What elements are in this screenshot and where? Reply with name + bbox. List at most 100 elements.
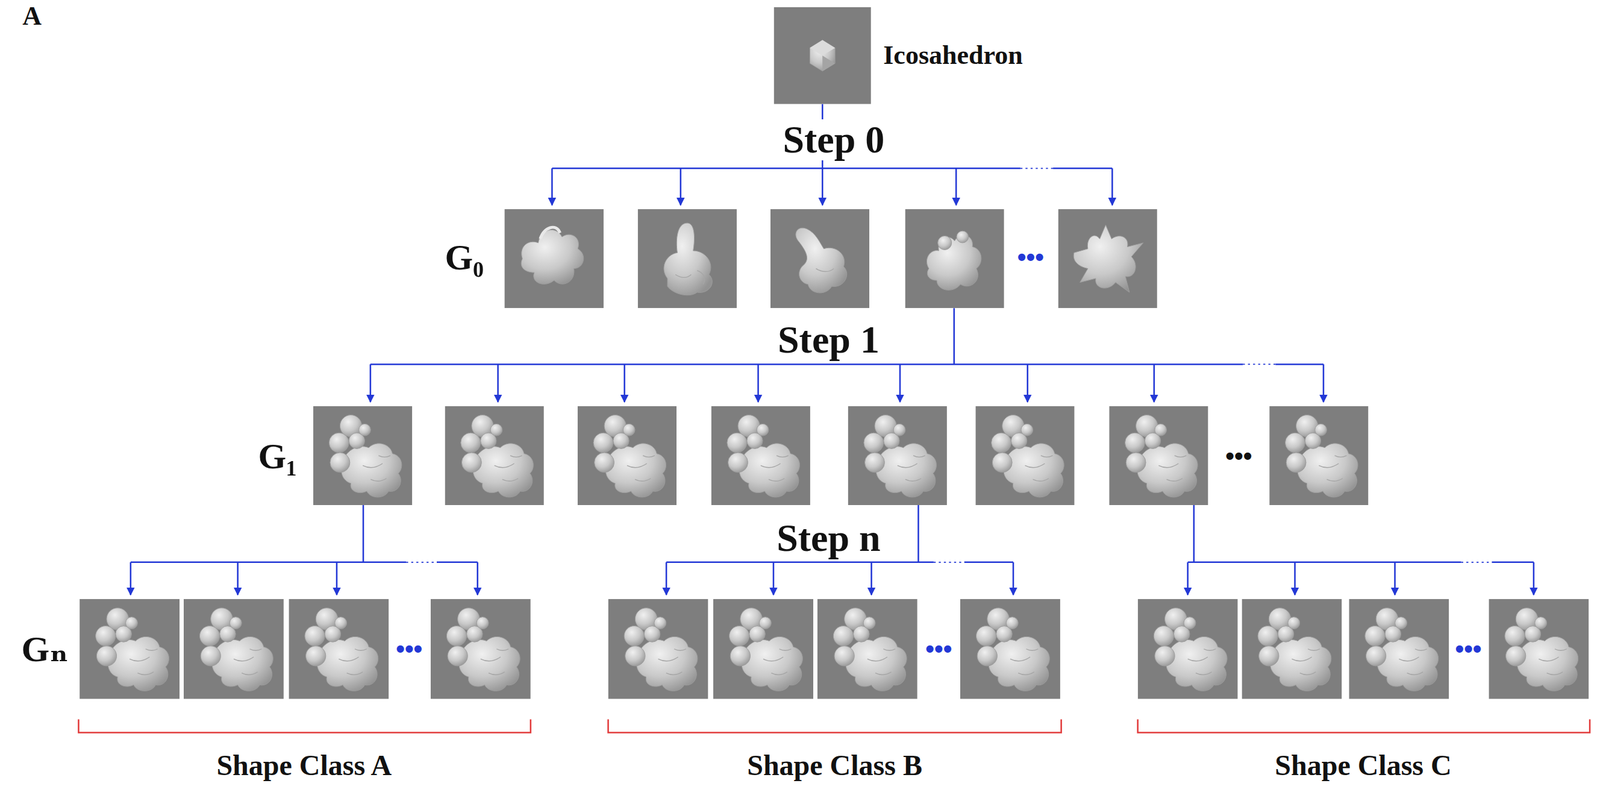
label-holder: A	[22, 3, 42, 30]
branch-arrow	[1393, 562, 1396, 595]
branch-line	[1275, 363, 1324, 366]
label-holder: Shape Class B	[746, 750, 923, 780]
ellipsis: •••	[395, 636, 423, 662]
branch-arrow	[623, 363, 626, 402]
class-bracket	[608, 719, 1062, 733]
branch-arrow	[496, 363, 499, 402]
generation-label: Gₙ	[21, 630, 69, 667]
shape-thumb	[183, 598, 284, 699]
branch-dots	[933, 561, 965, 563]
shape-thumb	[711, 406, 811, 505]
branch-line	[1053, 167, 1113, 170]
branch-dots	[1020, 167, 1054, 169]
branch-line	[436, 561, 478, 564]
shape-thumb	[1488, 598, 1589, 699]
label-holder: Step 0	[777, 119, 890, 161]
shape-thumb	[1109, 406, 1208, 505]
shape-thumb	[817, 598, 918, 699]
shape-thumb	[1137, 598, 1238, 699]
label-holder: Step n	[771, 517, 886, 559]
icosahedron-box: Icosahedron	[772, 7, 873, 105]
shape-thumb	[577, 406, 677, 505]
label-holder: Shape Class A	[216, 750, 392, 780]
branch-line	[666, 561, 934, 564]
branch-dots	[1242, 363, 1276, 366]
branch-arrow	[821, 168, 824, 205]
shape-thumb	[848, 406, 947, 505]
shape-thumb	[288, 598, 389, 699]
shape-thumb	[608, 598, 709, 699]
shape-thumb	[1269, 406, 1369, 505]
class-brackets	[78, 719, 1590, 733]
class-label: Shape Class B	[746, 750, 923, 780]
shape-thumb	[313, 406, 413, 505]
branch-line	[964, 561, 1014, 564]
branch-arrow	[336, 562, 338, 595]
branch-arrow	[130, 562, 132, 595]
branch-arrow	[1322, 363, 1325, 402]
branch-line	[130, 561, 407, 564]
branch-arrow	[1153, 363, 1156, 402]
ellipsis: •••	[925, 636, 952, 662]
class-label: Shape Class C	[1274, 750, 1452, 780]
label-holder: •••	[395, 636, 423, 662]
label-holder: G₀	[444, 239, 484, 276]
branch-line	[370, 363, 1243, 366]
shape-thumb	[975, 406, 1075, 505]
branch-arrow	[870, 562, 873, 595]
generation-label: G₀	[444, 239, 484, 276]
tree-lines	[130, 104, 1534, 595]
branch-arrow	[1533, 562, 1535, 595]
branch-line	[1187, 561, 1462, 564]
shape-thumb	[79, 598, 180, 699]
branch-dots	[406, 561, 437, 563]
branch-arrow	[955, 168, 958, 205]
shape-thumb	[1058, 209, 1158, 308]
step-label: Step 1	[772, 319, 885, 361]
shape-heading: Icosahedron	[883, 40, 1023, 70]
shape-thumb	[445, 406, 544, 505]
branch-line	[917, 504, 920, 563]
step-label: Step 0	[777, 119, 890, 161]
branch-arrow	[369, 363, 372, 402]
branch-arrow	[772, 562, 775, 595]
label-holder: •••	[1454, 636, 1482, 662]
shape-thumb	[1348, 598, 1449, 699]
branch-arrow	[1111, 168, 1114, 205]
branch-arrow	[551, 168, 554, 205]
branch-line	[1193, 504, 1196, 563]
branch-arrow	[899, 363, 902, 402]
icosahedron-thumb	[774, 7, 872, 105]
branch-arrow	[1293, 562, 1296, 595]
shape-thumb	[960, 598, 1061, 699]
branch-arrow	[1186, 562, 1189, 595]
shape-thumb	[770, 209, 870, 308]
step-label: Step n	[771, 517, 886, 559]
ellipsis: •••	[1017, 244, 1044, 270]
branch-line	[551, 167, 1020, 170]
branch-arrow	[236, 562, 239, 595]
class-label: Shape Class A	[216, 750, 392, 780]
class-bracket	[1137, 719, 1590, 733]
ellipsis: •••	[1225, 443, 1252, 469]
label-holder: G₁	[257, 437, 297, 475]
label-holder: •••	[1017, 244, 1044, 270]
branch-arrow	[1012, 562, 1015, 595]
shape-thumb	[713, 598, 814, 699]
branch-dots	[1461, 561, 1493, 563]
generation-label: G₁	[257, 437, 297, 475]
label-holder: •••	[925, 636, 952, 662]
text-holder: Icosahedron	[883, 40, 1023, 70]
label-holder: •••	[1225, 443, 1252, 469]
shape-thumb	[430, 598, 531, 699]
panel-letter: A	[22, 3, 42, 30]
label-holder: Step 1	[772, 319, 885, 361]
class-bracket	[78, 719, 531, 733]
branch-line	[1491, 561, 1534, 564]
shape-thumb	[637, 209, 737, 308]
shape-thumb	[504, 209, 604, 308]
branch-arrow	[665, 562, 668, 595]
shape-thumb	[904, 209, 1004, 308]
branch-arrow	[1026, 363, 1029, 402]
